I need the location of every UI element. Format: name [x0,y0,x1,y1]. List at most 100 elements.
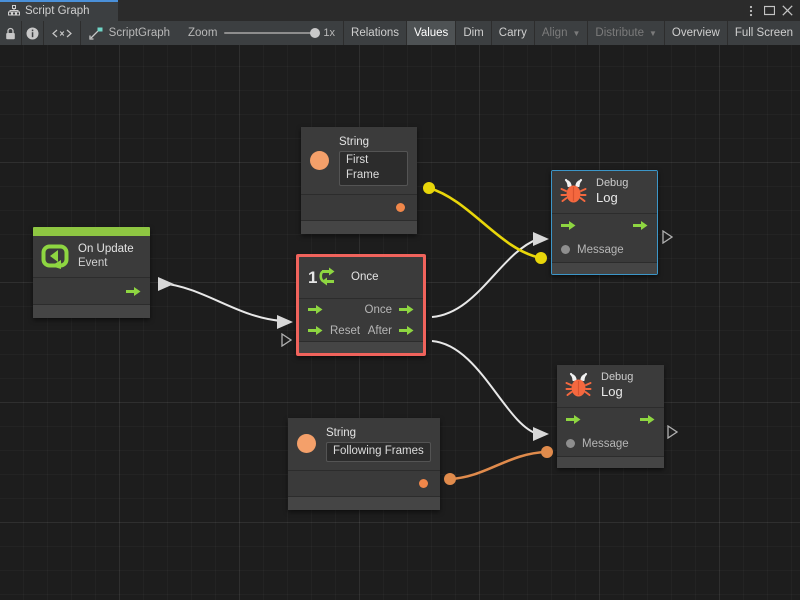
toolbar-button-align-label: Align [541,27,568,39]
node-body [33,278,150,305]
node-footer [557,455,664,468]
node-once[interactable]: 1 Once Once [296,254,426,356]
flow-in-arrow-icon[interactable] [308,325,323,336]
port-out-after[interactable]: After [368,325,414,337]
port-row-flow[interactable] [557,408,664,432]
lock-button[interactable] [0,21,21,45]
toolbar-button-carry[interactable]: Carry [490,21,534,45]
port-row-message[interactable]: Message [552,238,657,262]
edge-string1-to-log1-message[interactable] [428,186,542,260]
node-title: String [339,136,370,148]
sitemap-icon [8,5,20,16]
node-title: Once [351,270,379,283]
node-debug-log-1[interactable]: Debug Log Message [551,170,658,275]
toolbar-button-full-screen[interactable]: Full Screen [726,21,800,45]
window-controls [742,0,800,21]
unconnected-port-triangle-log1-out[interactable] [662,230,673,244]
toolbar-button-distribute[interactable]: Distribute ▼ [587,21,664,45]
message-in-port[interactable] [561,245,570,255]
port-row-enter-once[interactable]: Once [299,299,423,320]
toolbar-button-align[interactable]: Align ▼ [533,21,588,45]
window-tabbar: Script Graph [0,0,800,21]
flow-out-arrow-icon[interactable] [633,220,648,231]
flow-out-arrow-icon[interactable] [126,286,141,297]
node-footer [33,304,150,319]
zoom-value: 1x [323,27,336,39]
port-row-value-out[interactable] [288,470,440,496]
node-footer [552,261,657,274]
node-header: String First Frame [301,127,417,195]
node-title: On Update [78,243,134,255]
toolbar-button-relations[interactable]: Relations [343,21,406,45]
svg-text:1: 1 [308,268,317,287]
zoom-slider-handle[interactable] [310,28,321,38]
flow-in-arrow-icon[interactable] [561,220,576,231]
string-value-input[interactable]: First Frame [339,151,408,186]
node-body: Once Reset After [299,299,423,341]
port-in-enter[interactable] [308,304,323,315]
port-row-flow[interactable] [552,214,657,238]
node-footer [288,495,440,510]
port-row-reset-after[interactable]: Reset After [299,320,423,341]
flow-in-arrow-icon[interactable] [566,414,581,425]
port-in-message[interactable]: Message [566,438,629,450]
node-on-update[interactable]: On Update Event [33,227,150,319]
flow-out-arrow-icon[interactable] [399,304,414,315]
flow-out-arrow-icon[interactable] [640,414,655,425]
bug-icon [565,373,592,397]
port-label-after: After [367,324,392,337]
port-label-once: Once [364,303,393,316]
node-string-following-frames[interactable]: String Following Frames [288,418,440,510]
graph-canvas[interactable]: On Update Event String First Frame [0,45,800,600]
edge-after-to-log2[interactable] [431,340,539,435]
close-icon[interactable] [778,0,796,21]
zoom-slider[interactable] [224,28,321,38]
node-subtitle: Event [78,257,108,270]
node-debug-log-2[interactable]: Debug Log Message [557,365,664,468]
more-menu-icon[interactable] [742,0,760,21]
message-in-port[interactable] [566,439,575,449]
port-row-value-out[interactable] [301,194,417,220]
zoom-label: Zoom [188,27,218,39]
tab-script-graph[interactable]: Script Graph [0,0,118,21]
tab-label: Script Graph [25,4,90,17]
maximize-icon[interactable] [760,0,778,21]
node-title-small: Debug [601,371,634,383]
port-in-message[interactable]: Message [561,244,624,256]
bug-icon [560,179,587,203]
chevron-down-icon: ▼ [572,29,581,38]
flow-out-arrow-icon[interactable] [399,325,414,336]
toolbar-button-overview[interactable]: Overview [663,21,727,45]
string-value-input[interactable]: Following Frames [326,442,431,462]
flow-in-arrow-icon[interactable] [308,304,323,315]
toolbar-button-dim[interactable]: Dim [455,21,490,45]
zoom-control[interactable]: Zoom 1x [180,21,343,45]
node-body: Message [552,213,657,262]
port-in-reset[interactable]: Reset [308,325,360,337]
node-footer [299,341,423,353]
node-header: Debug Log [557,365,664,408]
info-button[interactable] [22,21,43,45]
code-button[interactable] [43,21,80,45]
graph-name-text: ScriptGraph [108,27,171,39]
node-inner: 1 Once Once [299,257,423,353]
node-string-first-frame[interactable]: String First Frame [301,127,417,234]
toolbar-button-values[interactable]: Values [406,21,456,45]
unconnected-port-triangle-log2-out[interactable] [667,425,678,439]
port-row-flow-out[interactable] [33,278,150,304]
edge-onupdate-to-once[interactable] [159,282,283,322]
value-out-port[interactable] [419,478,428,488]
lock-icon [6,27,15,39]
edge-once-to-log1[interactable] [431,238,539,318]
code-brackets-icon [51,29,72,37]
edge-string2-to-log2-message[interactable] [449,450,548,481]
value-out-port[interactable] [396,202,405,212]
port-out-once[interactable]: Once [365,304,415,316]
graph-toolbar: ScriptGraph Zoom 1x Relations Values Dim… [0,21,800,46]
port-label-message: Message [582,437,629,450]
node-inner: Debug Log Message [552,171,657,274]
string-circle-icon [310,150,329,170]
node-header: 1 Once [299,257,423,299]
unconnected-port-triangle-reset[interactable] [281,333,292,347]
port-row-message[interactable]: Message [557,432,664,456]
